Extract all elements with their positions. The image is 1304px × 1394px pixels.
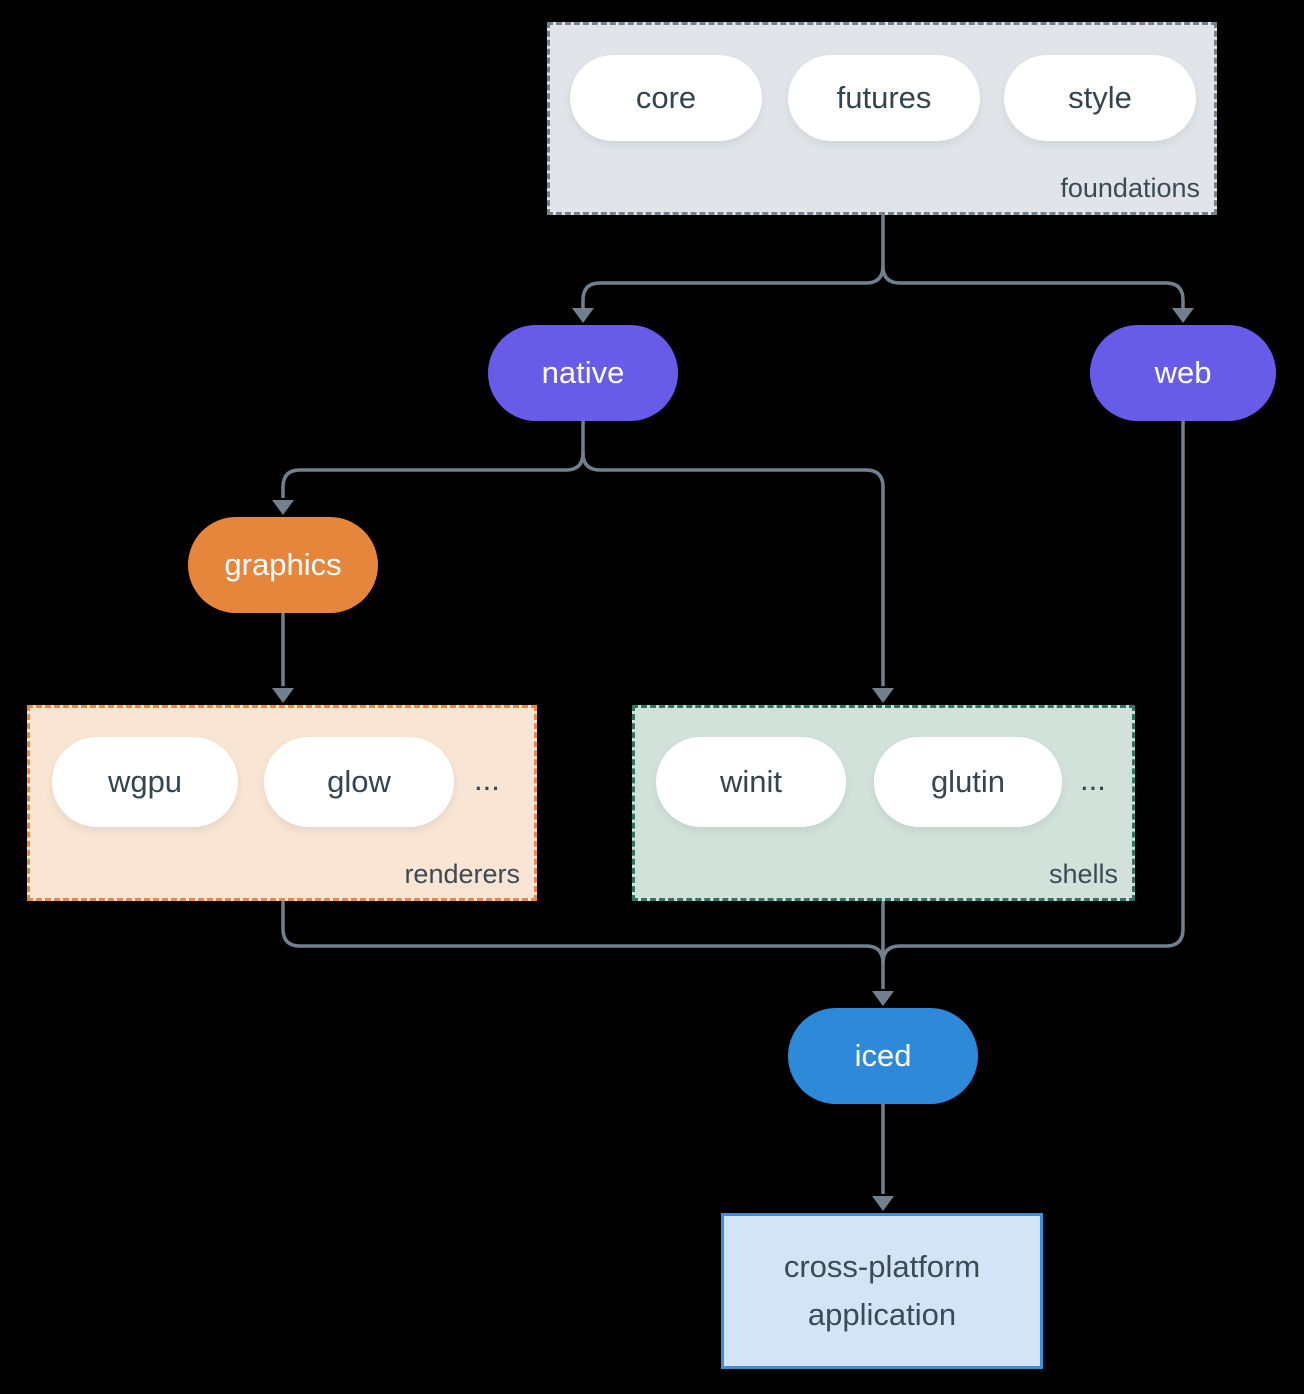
node-winit: winit — [656, 737, 846, 827]
node-wgpu: wgpu — [52, 737, 238, 827]
shells-ellipsis: ... — [1080, 762, 1106, 797]
edge-web-merge — [881, 421, 1185, 964]
edge-foundations-web — [881, 265, 1185, 309]
node-graphics: graphics — [188, 517, 378, 613]
arrowhead-web — [1172, 308, 1194, 323]
foundations-label: foundations — [1060, 173, 1200, 203]
arrowhead-application — [872, 1196, 894, 1211]
arrowhead-native — [572, 308, 594, 323]
application-label-line1: cross-platform — [783, 1249, 981, 1284]
node-cross-platform-application: cross-platform application — [721, 1213, 1043, 1369]
arrowhead-graphics — [272, 500, 294, 515]
arrowhead-iced — [872, 991, 894, 1006]
node-native: native — [488, 325, 678, 421]
edge-native-shells — [581, 452, 885, 686]
edge-renderers-merge — [281, 901, 885, 964]
renderers-ellipsis: ... — [474, 762, 500, 797]
edge-native-graphics — [281, 452, 585, 498]
arrowhead-shells — [872, 688, 894, 703]
node-glow: glow — [264, 737, 454, 827]
edge-foundations-native — [581, 265, 885, 309]
node-core: core — [570, 55, 762, 141]
renderers-label: renderers — [404, 859, 520, 889]
node-glutin: glutin — [874, 737, 1062, 827]
arrowhead-renderers — [272, 688, 294, 703]
node-style: style — [1004, 55, 1196, 141]
node-futures: futures — [788, 55, 980, 141]
node-web: web — [1090, 325, 1276, 421]
application-label-line2: application — [807, 1297, 957, 1332]
node-iced: iced — [788, 1008, 978, 1104]
shells-label: shells — [1048, 859, 1118, 889]
